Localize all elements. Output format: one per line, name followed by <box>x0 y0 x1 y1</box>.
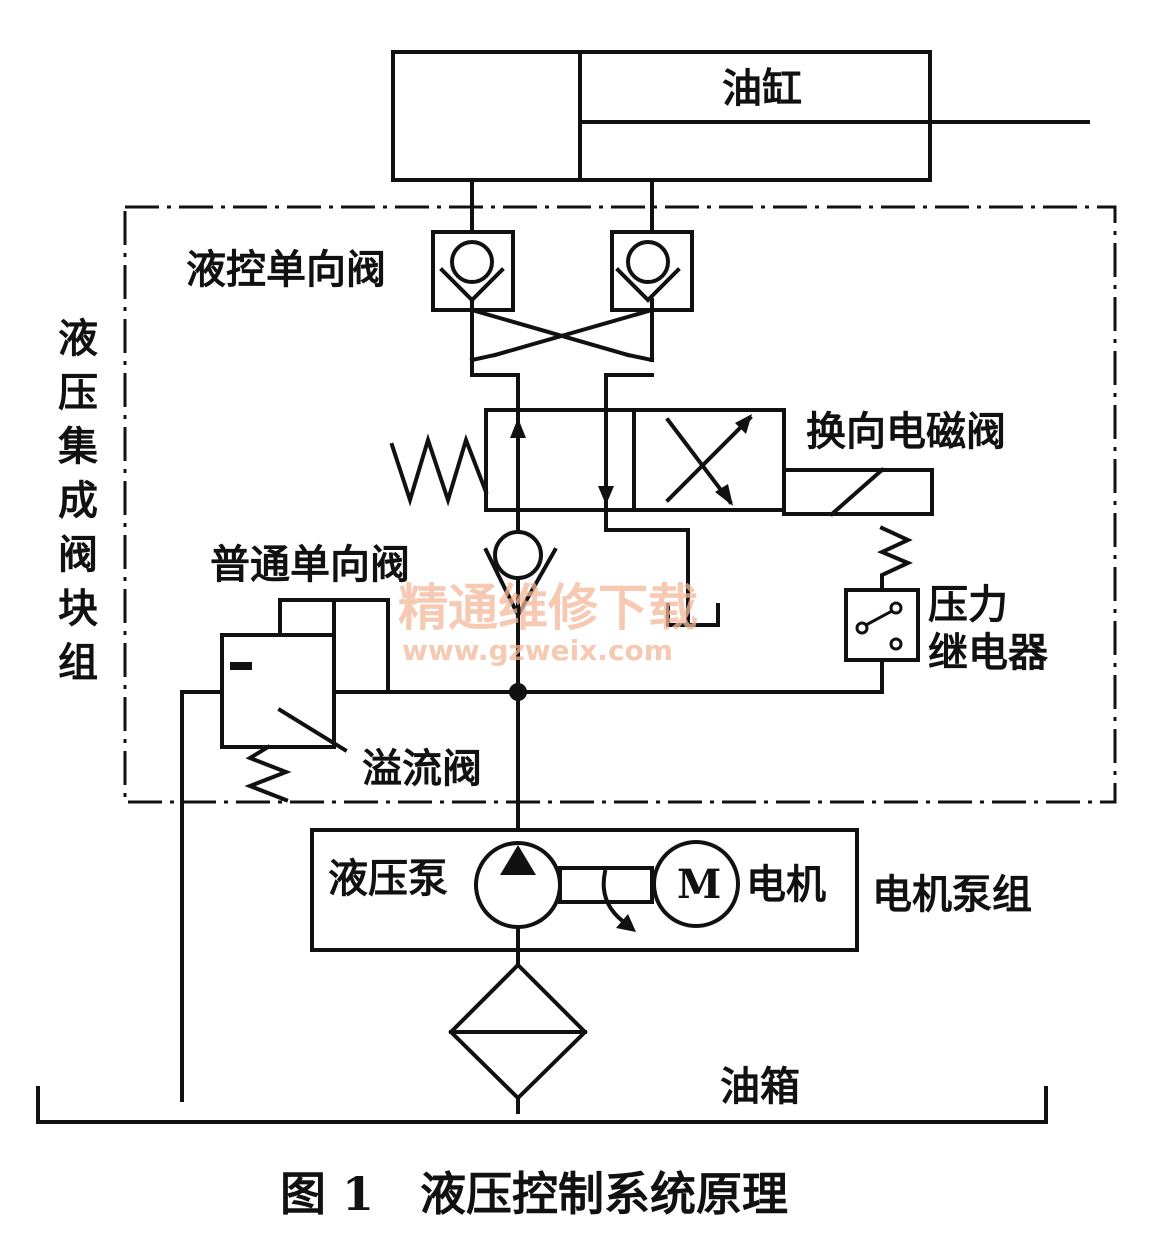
oil-tank <box>36 1086 1048 1124</box>
check-valve-label: 普通单向阀 <box>210 541 410 588</box>
manifold-block-label: 液 压 集 成 阀 块 组 <box>57 315 98 686</box>
manifold-char-4: 阀 <box>58 531 98 578</box>
pilot-lines <box>469 298 655 412</box>
tank-label: 油箱 <box>720 1063 800 1110</box>
return-line <box>604 508 690 627</box>
pressure-relay-label-1: 压力 <box>928 581 1008 628</box>
oil-cylinder <box>391 50 1090 182</box>
manifold-char-1: 压 <box>58 369 98 416</box>
manifold-char-0: 液 <box>58 315 98 362</box>
pressure-relay <box>516 525 920 694</box>
manifold-char-3: 成 <box>58 477 98 524</box>
motor-pump-group-label: 电机泵组 <box>872 871 1032 918</box>
manifold-char-6: 组 <box>58 639 98 686</box>
manifold-char-2: 集 <box>57 423 98 470</box>
manifold-char-5: 块 <box>58 585 98 632</box>
motor-symbol <box>652 840 740 928</box>
solenoid-directional-valve <box>389 408 934 517</box>
figure-caption: 图 1 液压控制系统原理 <box>280 1167 788 1221</box>
relief-valve <box>180 598 520 1102</box>
motor-M: M <box>677 861 721 908</box>
solenoid-valve-label: 换向电磁阀 <box>806 408 1006 455</box>
manifold-block-border <box>123 205 1117 804</box>
relief-valve-label: 溢流阀 <box>362 745 482 792</box>
check-valve <box>483 508 558 832</box>
pressure-relay-label-2: 继电器 <box>928 629 1049 676</box>
motor-label: 电机 <box>746 861 826 908</box>
tank-symbol-stub <box>666 603 720 627</box>
pump-label: 液压泵 <box>328 855 448 902</box>
watermark-text: 精通维修下载 <box>398 578 698 637</box>
pilot-check-valve-label: 液控单向阀 <box>186 246 386 293</box>
motor-pump-group <box>310 828 859 967</box>
cylinder-label: 油缸 <box>722 65 802 112</box>
filter <box>448 962 588 1114</box>
watermark-url: www.gzweix.com <box>402 634 673 667</box>
